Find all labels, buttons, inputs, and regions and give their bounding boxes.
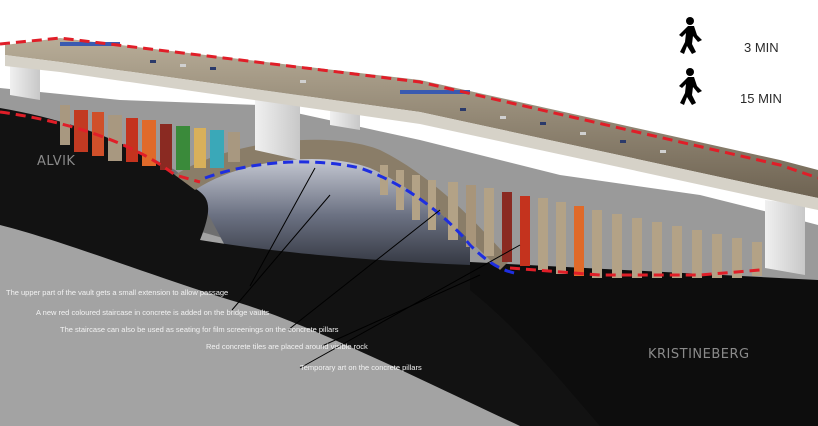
walking-person-icon	[679, 68, 702, 105]
annotation-vault-extension: The upper part of the vault gets a small…	[6, 288, 229, 297]
walking-person-icon	[679, 17, 702, 54]
bridge-deck	[5, 38, 818, 198]
deck-traffic	[60, 42, 666, 153]
route-15-min-bottom	[0, 110, 201, 184]
route-15-min-top	[0, 36, 818, 180]
annotation-temporary-art: Temporary art on the concrete pillars	[300, 363, 422, 372]
arch-vault	[175, 139, 510, 270]
art-panels-right	[380, 165, 762, 278]
route-3-min	[204, 160, 521, 276]
legend-label-15-min: 15 MIN	[740, 91, 782, 106]
dark-rock-right	[470, 262, 818, 426]
annotation-staircase-seating: The staircase can also be used as seatin…	[60, 325, 339, 334]
annotation-red-tiles: Red concrete tiles are placed around vis…	[206, 342, 368, 351]
annotation-red-staircase: A new red coloured staircase in concrete…	[36, 308, 270, 317]
place-label-kristineberg: KRISTINEBERG	[648, 347, 750, 362]
legend-label-3-min: 3 MIN	[744, 40, 779, 55]
place-label-alvik: ALVIK	[37, 154, 76, 169]
annotation-leader-lines	[231, 167, 521, 369]
bridge-deck-side	[5, 55, 818, 210]
